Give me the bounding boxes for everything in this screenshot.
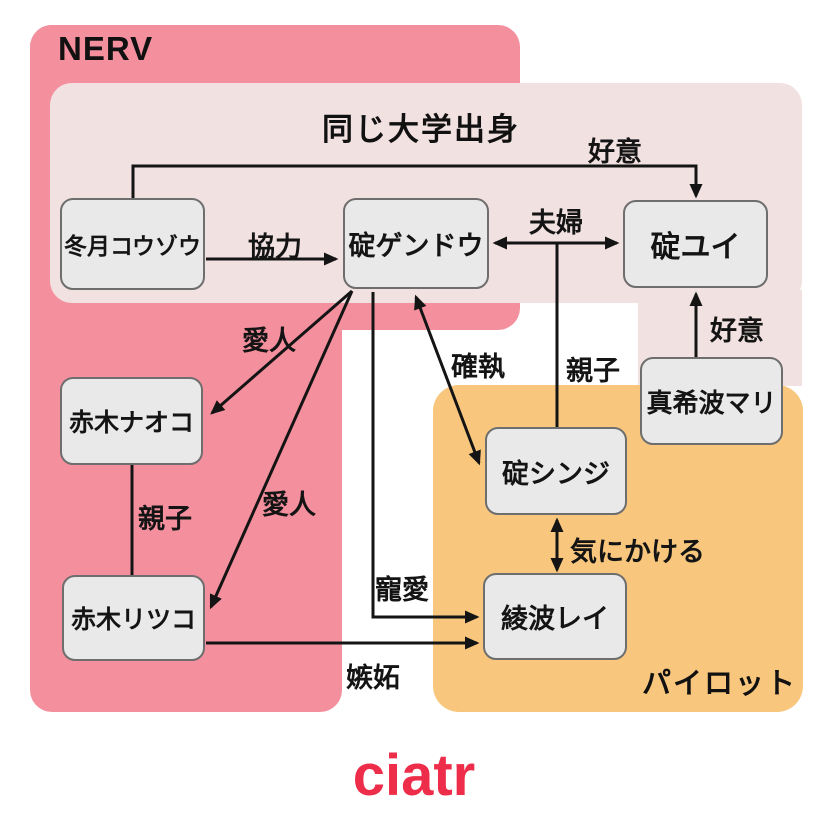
edge-label-ki-ni-kakeru: 気にかける [570,537,705,567]
edge-koui-fuyutsuki-yui [131,164,703,199]
edge-chouai [371,292,480,624]
edge-label-aijin-naoko: 愛人 [242,326,296,356]
edge-label-koui-fuyutsuki-yui: 好意 [588,137,642,167]
edge-aijin-gendo-naoko [210,289,353,415]
edge-label-koui-mari-yui: 好意 [710,316,764,346]
edge-label-fuufu: 夫婦 [529,208,583,238]
edge-label-kyouryoku: 協力 [248,232,302,262]
ciatr-logo: ciatr [352,743,476,808]
edge-label-oyako-couple-shinji: 親子 [566,356,620,386]
edge-label-oyako-naoko-ritsuko: 親子 [138,504,192,534]
node-gendo: 碇ゲンドウ [343,198,489,289]
node-rei: 綾波レイ [483,573,627,660]
edge-label-shitto: 嫉妬 [346,663,400,693]
node-yui: 碇ユイ [623,200,768,288]
region-title-nerv: NERV [58,30,154,67]
node-naoko: 赤木ナオコ [60,377,203,465]
region-title-same-university: 同じ大学出身 [322,112,520,147]
region-title-pilot: パイロット [642,668,798,700]
edge-label-chouai: 寵愛 [375,575,429,605]
edge-label-kakushitsu: 確執 [451,352,505,382]
edge-kakushitsu [414,294,481,466]
edge-aijin-gendo-ritsuko [209,290,354,610]
node-ritsuko: 赤木リツコ [62,575,205,661]
node-shinji: 碇シンジ [485,427,627,515]
edge-label-aijin-ritsuko: 愛人 [262,490,316,520]
node-fuyutsuki: 冬月コウゾウ [60,198,205,290]
node-mari: 真希波マリ [640,357,783,445]
